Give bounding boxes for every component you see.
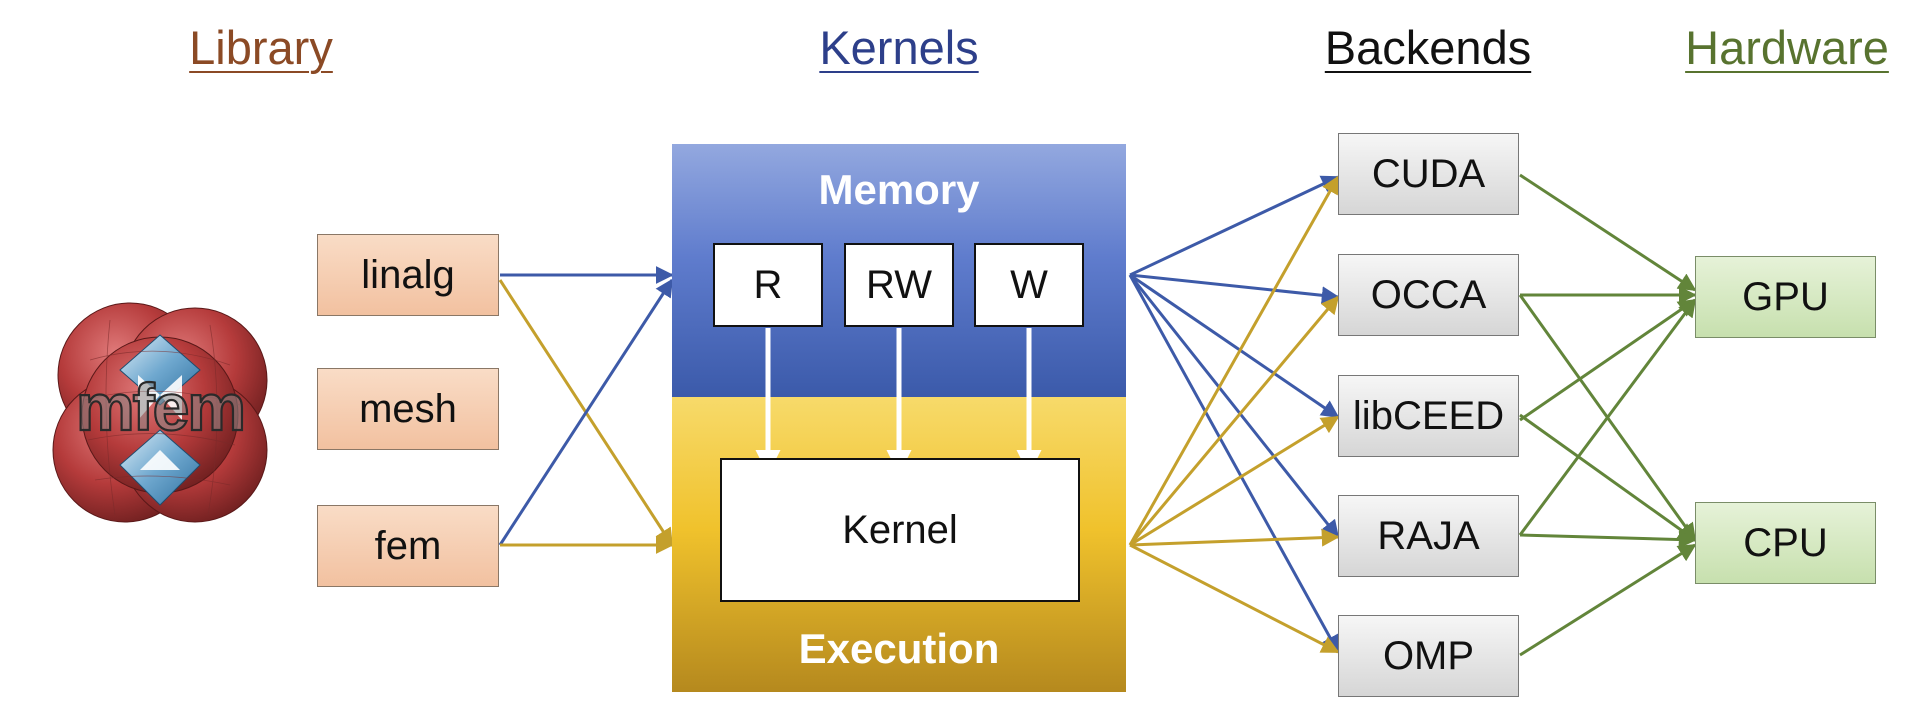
backend-raja: RAJA <box>1338 495 1519 577</box>
arrow-fem-memory <box>498 278 674 546</box>
access-write: W <box>974 243 1084 327</box>
arrow-raja-cpu <box>1519 530 1697 549</box>
arrow-execution-raja <box>1129 528 1340 547</box>
kernels-heading: Kernels <box>819 21 979 74</box>
arrow-libceed-cpu <box>1519 413 1697 542</box>
backend-omp: OMP <box>1338 615 1519 697</box>
hardware-cpu: CPU <box>1695 502 1876 584</box>
backend-cuda: CUDA <box>1338 133 1519 215</box>
hardware-gpu: GPU <box>1695 256 1876 338</box>
library-mesh-label: mesh <box>359 386 457 431</box>
backend-occa: OCCA <box>1338 254 1519 336</box>
backend-cuda-label: CUDA <box>1371 151 1486 196</box>
library-fem-label: fem <box>374 523 442 568</box>
mfem-logo: mfem <box>52 302 268 523</box>
arrow-omp-cpu <box>1519 543 1697 657</box>
execution-label: Execution <box>798 625 1000 672</box>
arrow-execution-cuda <box>1128 175 1340 546</box>
arrow-memory-occa <box>1129 273 1340 305</box>
backend-libceed: libCEED <box>1338 375 1519 457</box>
access-read-write-label: RW <box>866 262 932 307</box>
backends-heading: Backends <box>1324 21 1532 74</box>
access-read-write: RW <box>844 243 954 327</box>
library-mesh: mesh <box>317 368 499 450</box>
access-read: R <box>713 243 823 327</box>
arrow-memory-cuda <box>1129 175 1340 277</box>
arrow-raja-gpu <box>1518 298 1697 536</box>
library-fem: fem <box>317 505 499 587</box>
library-linalg-label: linalg <box>361 252 455 297</box>
backend-libceed-label: libCEED <box>1352 393 1505 438</box>
backend-raja-label: RAJA <box>1377 513 1480 558</box>
memory-label: Memory <box>818 166 980 213</box>
arrow-execution-libceed <box>1129 415 1340 547</box>
hardware-gpu-label: GPU <box>1742 274 1829 319</box>
arrow-memory-omp <box>1128 274 1340 654</box>
arrow-cuda-gpu <box>1519 173 1697 292</box>
arrow-memory-libceed <box>1129 273 1340 419</box>
arrow-libceed-gpu <box>1519 298 1697 422</box>
arrow-execution-occa <box>1128 295 1340 546</box>
kernel-box: Kernel <box>720 458 1080 602</box>
hardware-heading: Hardware <box>1685 21 1889 74</box>
access-read-label: R <box>753 262 783 307</box>
logo-text: mfem <box>76 370 244 444</box>
arrow-memory-raja <box>1128 274 1340 539</box>
hardware-cpu-label: CPU <box>1743 520 1828 565</box>
kernel-label: Kernel <box>842 507 958 552</box>
backend-occa-label: OCCA <box>1370 272 1487 317</box>
library-linalg: linalg <box>317 234 499 316</box>
backend-omp-label: OMP <box>1382 633 1475 678</box>
library-heading: Library <box>189 21 333 74</box>
arrow-execution-omp <box>1129 543 1340 654</box>
access-write-label: W <box>1010 262 1048 307</box>
